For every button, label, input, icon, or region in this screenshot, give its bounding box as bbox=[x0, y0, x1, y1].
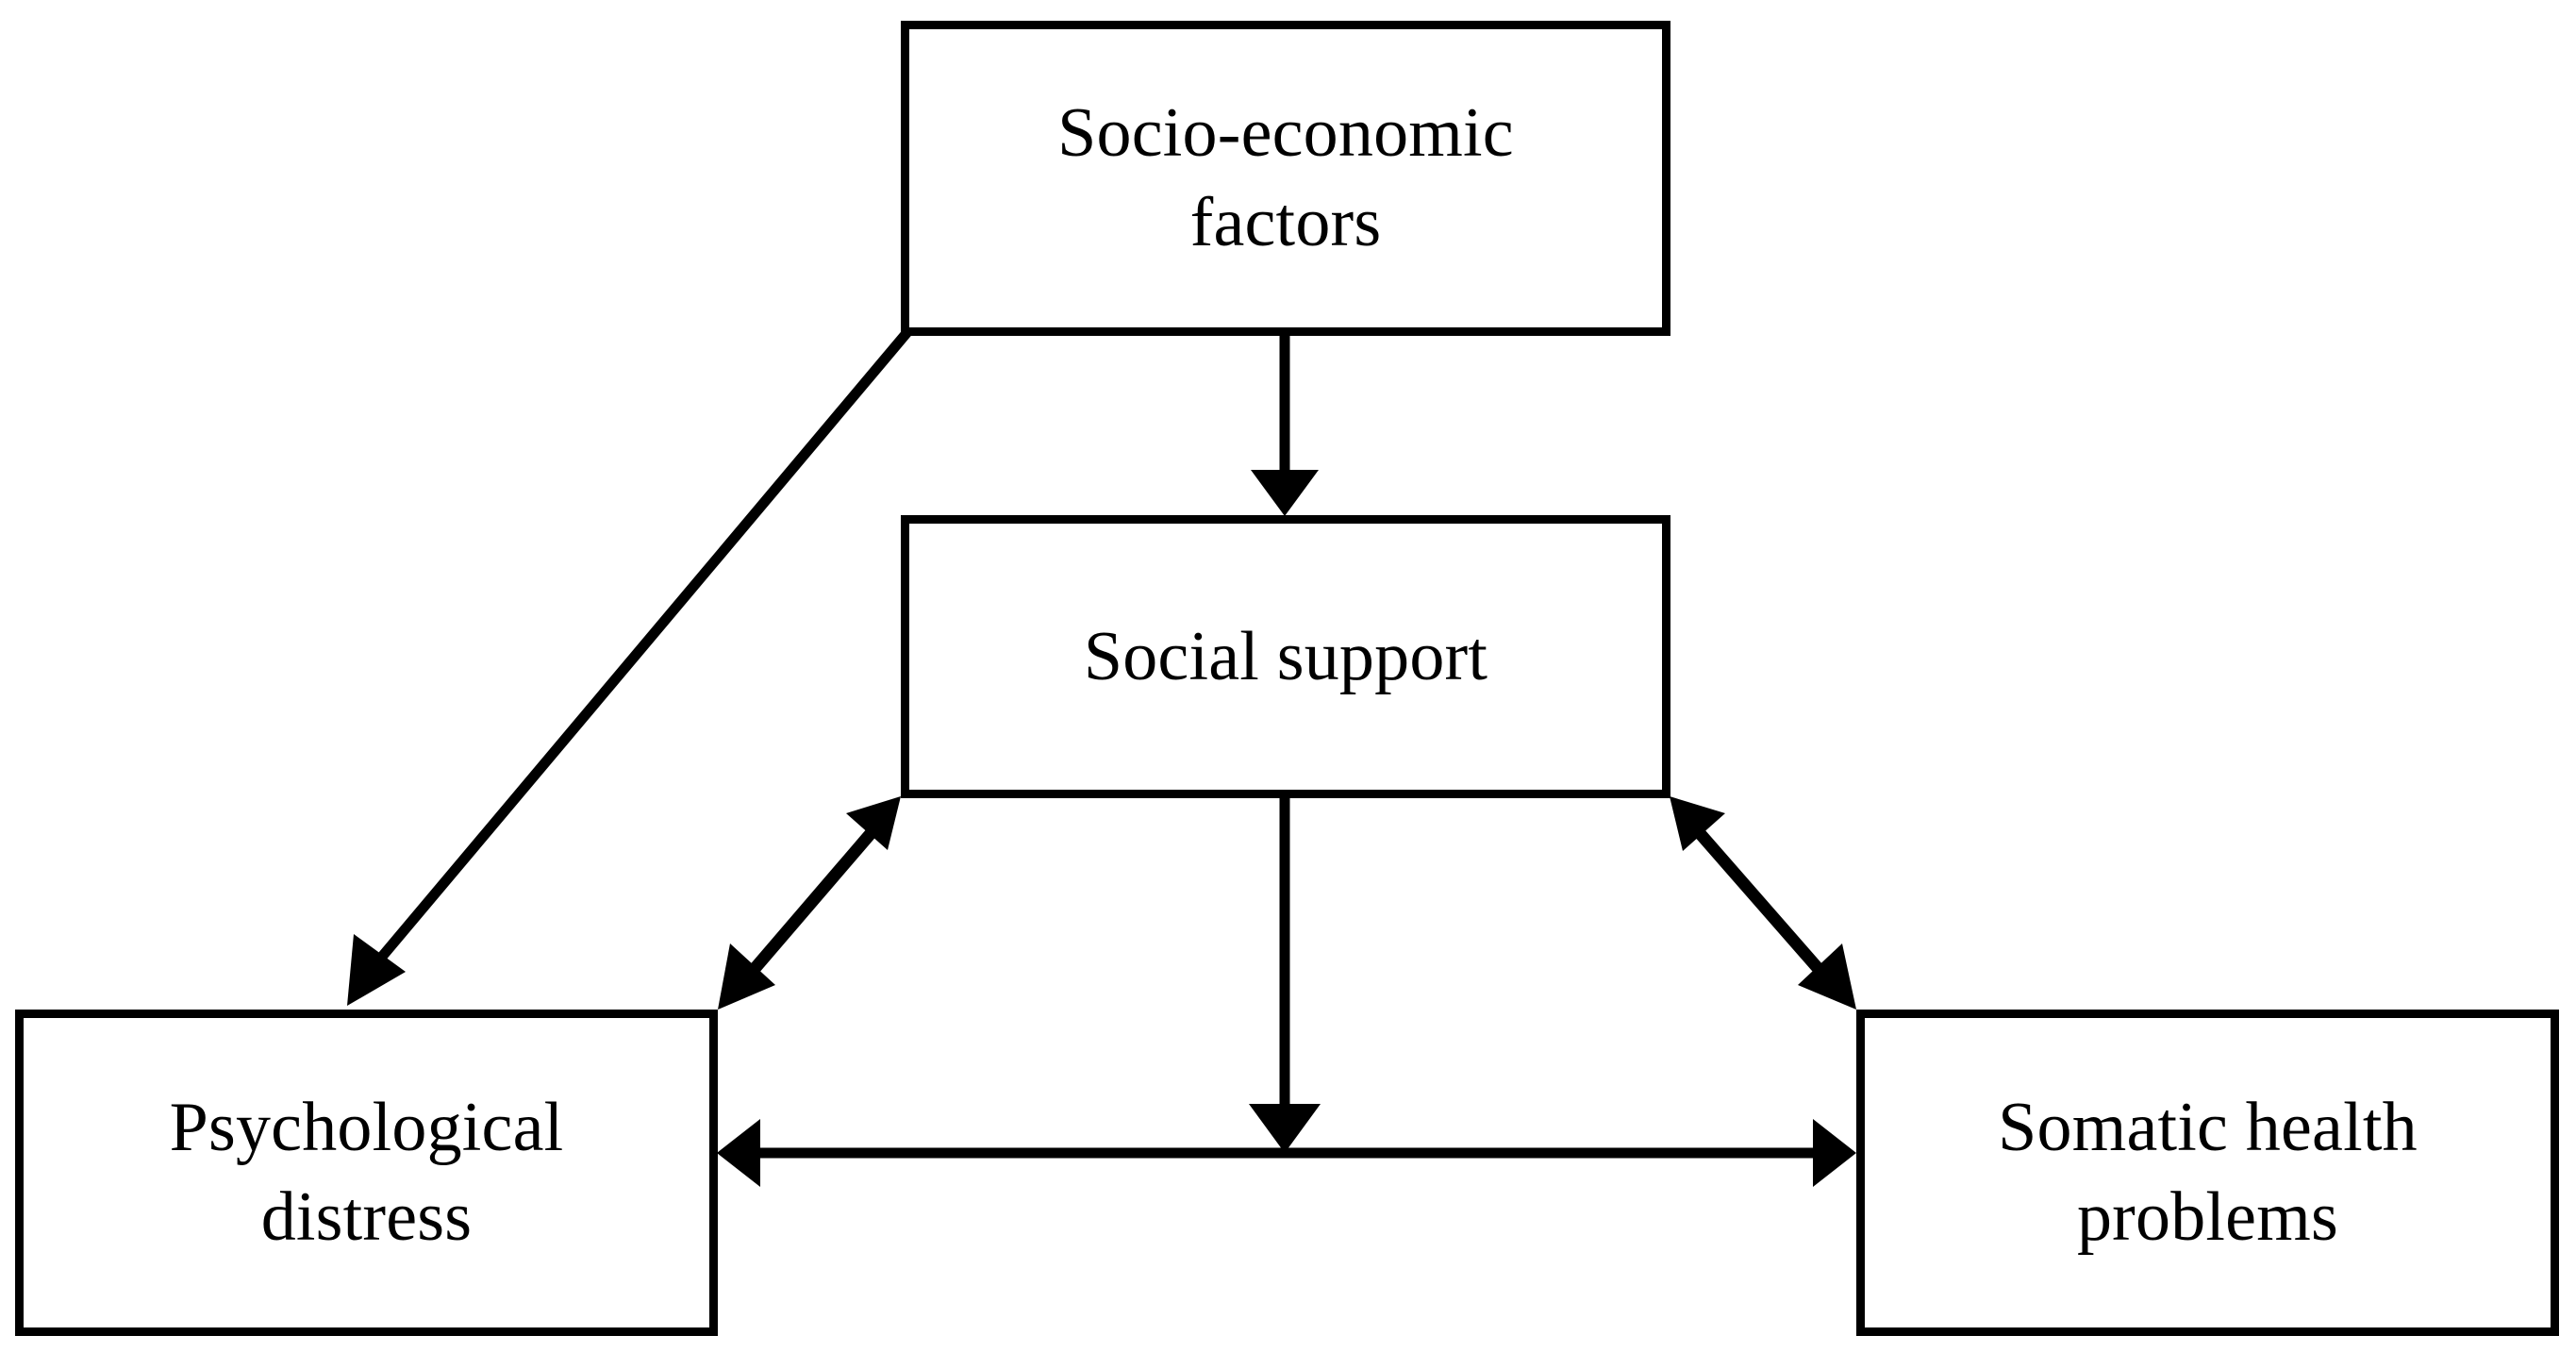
edge-social-support-to-distress bbox=[718, 796, 901, 1010]
node-label-socio-economic-factors: Socio-economic factors bbox=[1057, 94, 1514, 261]
node-label-psychological-distress: Psychological distress bbox=[169, 1089, 564, 1256]
node-somatic-health-problems[interactable]: Somatic health problems bbox=[1856, 1010, 2559, 1336]
edge-social-support-to-somatic bbox=[1670, 796, 1856, 1010]
node-socio-economic-factors[interactable]: Socio-economic factors bbox=[901, 21, 1670, 336]
node-label-social-support: Social support bbox=[1083, 617, 1488, 695]
edge-distress-somatic-link bbox=[717, 1119, 1856, 1187]
node-social-support[interactable]: Social support bbox=[901, 515, 1670, 798]
edge-socio-to-social-support bbox=[1251, 336, 1319, 516]
edge-socio-to-distress bbox=[347, 328, 912, 1006]
node-label-somatic-health-problems: Somatic health problems bbox=[1998, 1089, 2418, 1256]
edge-social-support-to-link bbox=[1249, 798, 1321, 1153]
node-psychological-distress[interactable]: Psychological distress bbox=[15, 1010, 718, 1336]
